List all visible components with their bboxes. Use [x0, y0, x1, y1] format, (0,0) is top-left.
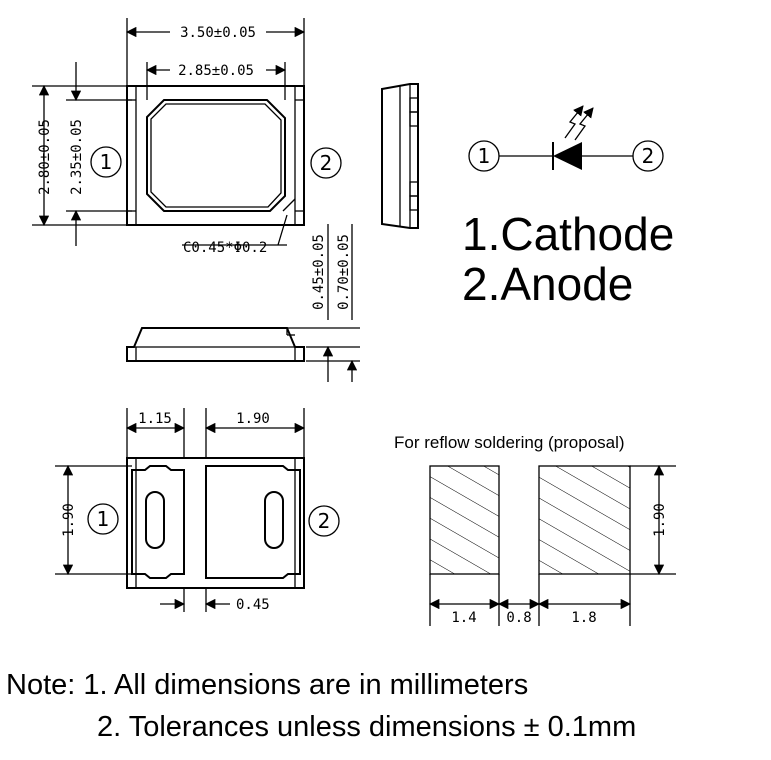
legend-cathode: 1.Cathode: [462, 208, 674, 260]
solder-dim-pad-left: 1.4: [451, 610, 476, 626]
pin2-label: 2: [320, 151, 333, 175]
solder-caption: For reflow soldering (proposal): [394, 433, 625, 452]
dim-bottom-height: 1.90: [61, 503, 77, 537]
symbol-pin2-label: 2: [642, 144, 655, 168]
dim-width-inner: 2.85±0.05: [178, 63, 254, 79]
solder-pad-right: [538, 465, 631, 575]
note-line-1: Note: 1. All dimensions are in millimete…: [6, 669, 528, 701]
bottom-pin1-label: 1: [97, 507, 110, 531]
top-view: 3.50±0.05 2.85±0.05 2.80±0.05 2.35±0.05 …: [32, 18, 342, 256]
dim-thickness-2: 0.70±0.05: [336, 234, 352, 310]
solder-dim-height: 1.90: [652, 503, 668, 537]
solder-pad-layout: For reflow soldering (proposal) 1.90 1.4…: [394, 433, 676, 626]
dim-width-outer: 3.50±0.05: [180, 25, 256, 41]
dim-gap: 0.45: [236, 597, 270, 613]
bottom-view: 1.15 1.90 1.90 0.45 1 2: [55, 408, 340, 613]
side-front-view: 0.45±0.05 0.70±0.05: [126, 224, 360, 382]
symbol-pin1-label: 1: [478, 144, 491, 168]
bottom-pin2-label: 2: [318, 509, 331, 533]
solder-dim-gap: 0.8: [506, 610, 531, 626]
side-profile-view: [381, 83, 419, 229]
dim-height-outer: 2.80±0.05: [37, 119, 53, 195]
dim-pad-right: 1.90: [236, 411, 270, 427]
dim-pad-left: 1.15: [138, 411, 172, 427]
chamfer-label: C0.45*Φ0.2: [183, 240, 267, 256]
dim-height-inner: 2.35±0.05: [69, 119, 85, 195]
note-line-2: 2. Tolerances unless dimensions ± 0.1mm: [97, 711, 636, 743]
solder-pad-left: [429, 465, 500, 575]
dim-thickness-1: 0.45±0.05: [311, 234, 327, 310]
pin1-label: 1: [100, 150, 113, 174]
legend-anode: 2.Anode: [462, 258, 633, 310]
led-symbol: 1 2: [468, 105, 664, 172]
solder-dim-pad-right: 1.8: [571, 610, 596, 626]
